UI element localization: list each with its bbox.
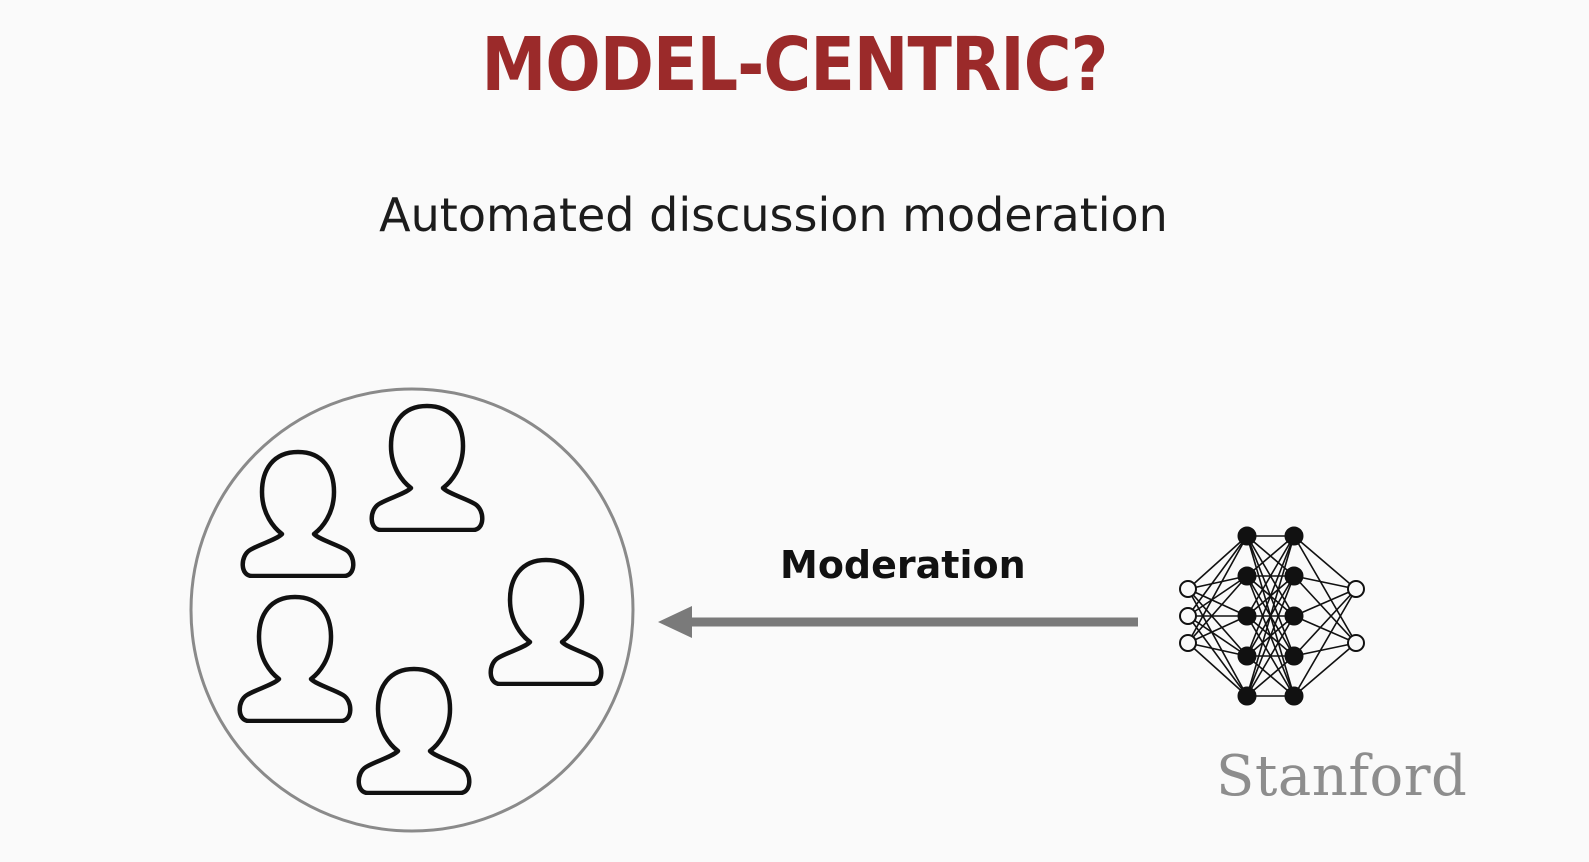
network-node xyxy=(1179,634,1197,652)
network-node xyxy=(1347,634,1365,652)
person-icon xyxy=(491,560,602,684)
network-edge xyxy=(1293,575,1357,644)
network-node xyxy=(1237,686,1257,706)
network-edge xyxy=(1293,615,1357,644)
network-node xyxy=(1179,607,1197,625)
network-edge xyxy=(1187,588,1248,697)
network-edge xyxy=(1187,642,1248,657)
network-edge xyxy=(1293,588,1357,657)
network-edge xyxy=(1246,615,1295,697)
network-edge xyxy=(1187,615,1248,697)
arrow-label: Moderation xyxy=(780,543,1026,587)
network-edge xyxy=(1187,535,1248,590)
network-node xyxy=(1284,686,1304,706)
network-node xyxy=(1237,526,1257,546)
network-node xyxy=(1237,606,1257,626)
network-edge xyxy=(1246,535,1295,577)
network-edge xyxy=(1187,575,1248,644)
network-edge xyxy=(1293,535,1357,590)
network-edge xyxy=(1293,642,1357,697)
network-edge xyxy=(1187,575,1248,590)
community-circle xyxy=(189,387,635,833)
network-edge xyxy=(1293,588,1357,617)
person-icon xyxy=(372,406,483,530)
network-node xyxy=(1179,580,1197,598)
network-edge xyxy=(1187,588,1248,617)
network-node xyxy=(1347,580,1365,598)
person-icon xyxy=(240,597,351,721)
network-node xyxy=(1284,646,1304,666)
person-icon xyxy=(243,452,354,576)
network-edge xyxy=(1187,535,1248,617)
network-edge xyxy=(1293,575,1357,590)
network-node xyxy=(1237,566,1257,586)
network-edge xyxy=(1187,588,1248,657)
network-edge xyxy=(1293,642,1357,657)
person-icon xyxy=(359,669,470,793)
network-edge xyxy=(1187,615,1248,644)
network-node xyxy=(1284,526,1304,546)
network-edge xyxy=(1187,642,1248,697)
network-node xyxy=(1284,566,1304,586)
network-edge xyxy=(1246,535,1295,617)
network-node xyxy=(1237,646,1257,666)
network-edge xyxy=(1246,575,1295,697)
neural-network-icon xyxy=(1179,526,1365,706)
network-edge xyxy=(1187,535,1248,644)
network-edge xyxy=(1187,575,1248,617)
network-edge xyxy=(1246,655,1295,697)
slide-subtitle: Automated discussion moderation xyxy=(379,188,1168,242)
network-edge xyxy=(1293,588,1357,697)
network-edge xyxy=(1246,535,1295,657)
network-edge xyxy=(1246,535,1295,697)
network-node xyxy=(1284,606,1304,626)
arrow-left-icon xyxy=(658,606,1138,638)
network-edge xyxy=(1187,615,1248,657)
network-edge xyxy=(1293,535,1357,644)
slide-title: MODEL-CENTRIC? xyxy=(481,22,1108,108)
stanford-logo: Stanford xyxy=(1216,744,1468,809)
